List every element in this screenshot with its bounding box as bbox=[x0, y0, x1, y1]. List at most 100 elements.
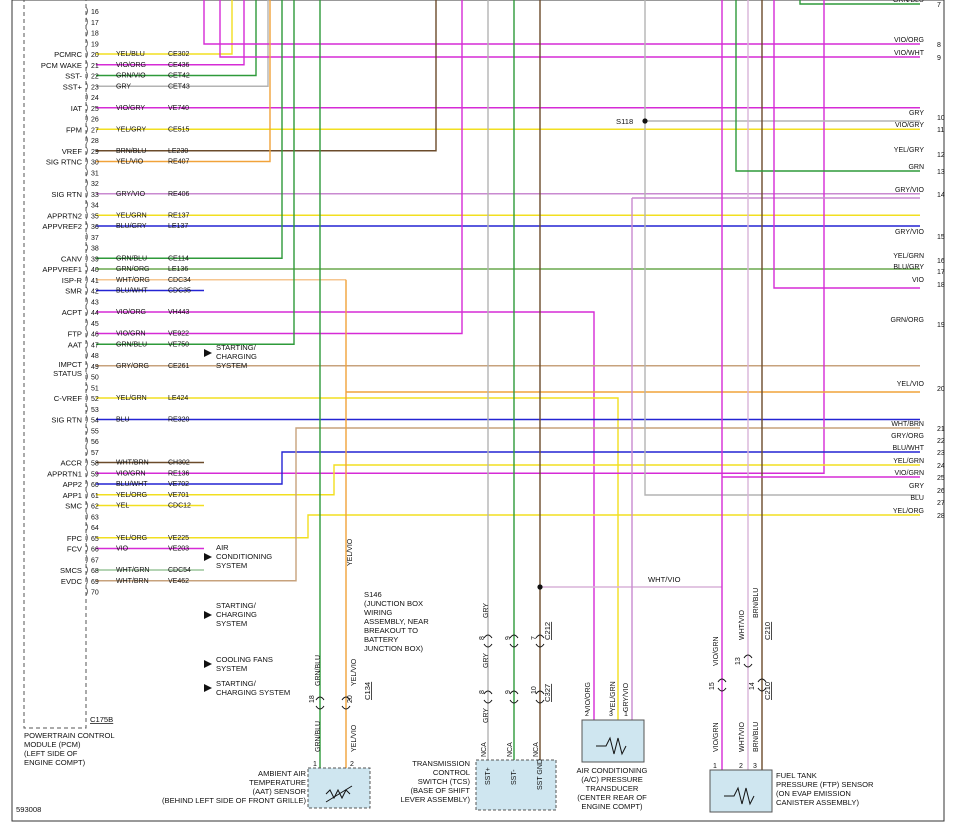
pcm-pin-70: 70 bbox=[91, 590, 99, 597]
right-wire-label-21: WHT/BRN bbox=[891, 421, 924, 428]
pcm-pin-name: ISP-R bbox=[62, 276, 83, 285]
right-wire-label-11: VIO/GRY bbox=[895, 122, 924, 129]
pcm-pin-circuit: CE436 bbox=[168, 62, 190, 69]
pcm-pin-42: 42 bbox=[91, 289, 99, 296]
c210-label: C210 bbox=[763, 622, 772, 640]
pcm-pin-49: 49 bbox=[91, 364, 99, 371]
wire-segment bbox=[96, 451, 920, 485]
pcm-pin-18: 18 bbox=[91, 31, 99, 38]
pcm-pin-wire-color: BLU/GRY bbox=[116, 223, 147, 230]
pcm-pin-wire-color: YEL/BLU bbox=[116, 51, 145, 58]
s146-label-1: S146 bbox=[364, 590, 382, 599]
pcm-pin-wire-color: YEL/GRN bbox=[116, 395, 147, 402]
pcm-pin-terminal bbox=[85, 512, 88, 521]
pcm-pin-terminal bbox=[85, 469, 88, 478]
smr-ref-3: SYSTEM bbox=[216, 361, 247, 370]
pcm-pin-51: 51 bbox=[91, 385, 99, 392]
acpt-body bbox=[581, 719, 645, 763]
pcm-pin-39: 39 bbox=[91, 256, 99, 263]
pcm-pin-terminal bbox=[85, 254, 88, 263]
pcm-pin-terminal bbox=[85, 533, 88, 542]
smc-arrow-icon bbox=[204, 611, 212, 619]
right-wire-label-25: VIO/GRN bbox=[894, 470, 924, 477]
pcm-pin-circuit: LE424 bbox=[168, 395, 188, 402]
pcm-pin-terminal bbox=[85, 297, 88, 306]
pcm-pin-terminal bbox=[85, 232, 88, 241]
wire-segment bbox=[96, 464, 920, 496]
pcm-pin-wire-color: WHT/ORG bbox=[116, 277, 150, 284]
pcm-pin-name: APP2 bbox=[63, 480, 82, 489]
pcm-pin-name: SIG RTN bbox=[51, 416, 82, 425]
pcm-pin-circuit: CE114 bbox=[168, 255, 189, 262]
accr-ref-3: SYSTEM bbox=[216, 561, 247, 570]
pcm-pin-circuit: VE203 bbox=[168, 546, 189, 553]
aat-name-3: (AAT) SENSOR bbox=[253, 787, 307, 796]
aat-pin-2: 2 bbox=[350, 761, 354, 768]
pcm-pin-wire-color: GRN/BLU bbox=[116, 255, 147, 262]
pcm-pin-wire-color: YEL/ORG bbox=[116, 535, 147, 542]
pcm-pin-27: 27 bbox=[91, 127, 99, 134]
right-edge-labels-layer: GRN/BLU7VIO/ORG8VIO/WHT9GRY10VIO/GRY11YE… bbox=[891, 0, 945, 520]
pcm-pin-47: 47 bbox=[91, 342, 99, 349]
pcm-pin-circuit: CH302 bbox=[168, 460, 190, 467]
tcs-name-4: (BASE OF SHIFT bbox=[411, 786, 471, 795]
vlabel-brn-blu-lower: BRN/BLU bbox=[753, 722, 760, 752]
pcm-pin-65: 65 bbox=[91, 536, 99, 543]
pcm-pin-53: 53 bbox=[91, 407, 99, 414]
right-wire-label-24: YEL/GRN bbox=[893, 458, 924, 465]
pcm-pin-name-status: STATUS bbox=[53, 369, 82, 378]
c212-pin-7: 7 bbox=[531, 636, 538, 640]
pcm-pin-44: 44 bbox=[91, 310, 99, 317]
acpt-pin-2: 2 bbox=[585, 711, 589, 718]
connector-break-icon bbox=[483, 690, 493, 704]
pcm-pin-circuit: CDC54 bbox=[168, 567, 191, 574]
pcm-pin-circuit: CDC35 bbox=[168, 288, 191, 295]
pcm-pin-circuit: VE701 bbox=[168, 492, 189, 499]
pcm-pin-terminal bbox=[85, 544, 88, 553]
pcm-pin-terminal bbox=[85, 372, 88, 381]
pcm-pin-terminal bbox=[85, 168, 88, 177]
wire-segment bbox=[96, 427, 920, 582]
aat-name-1: AMBIENT AIR bbox=[258, 769, 306, 778]
right-wire-num-24: 24 bbox=[937, 463, 945, 470]
tcs-pin-sst-plus: SST+ bbox=[485, 767, 492, 785]
c210-pin-15: 15 bbox=[709, 682, 716, 690]
pcm-pin-circuit: CDC12 bbox=[168, 503, 191, 510]
right-wire-num-9: 9 bbox=[937, 55, 941, 62]
vlabel-wht-vio-upper: WHT/VIO bbox=[739, 610, 746, 640]
s146-wire-label: WHT/VIO bbox=[648, 575, 681, 584]
pcm-pin-58: 58 bbox=[91, 461, 99, 468]
pcm-pin-wire-color: YEL/GRN bbox=[116, 212, 147, 219]
right-wire-label-10: GRY bbox=[909, 110, 924, 117]
pcm-pin-name: SMC bbox=[65, 502, 82, 511]
pcm-pin-circuit: RE406 bbox=[168, 191, 190, 198]
pcm-pin-terminal bbox=[85, 17, 88, 26]
pcm-pin-terminal bbox=[85, 60, 88, 69]
connector-break-icon bbox=[509, 690, 519, 704]
pcm-pin-name: APPVREF2 bbox=[42, 222, 82, 231]
pcm-pin-terminal bbox=[85, 555, 88, 564]
pcm-pin-name: VREF bbox=[62, 147, 83, 156]
right-wire-label-12: YEL/GRY bbox=[894, 147, 925, 154]
pcm-pin-name: APPVREF1 bbox=[42, 265, 82, 274]
pcm-pin-29: 29 bbox=[91, 149, 99, 156]
smc-ref-2: CHARGING bbox=[216, 610, 257, 619]
pcm-pin-terminal bbox=[85, 275, 88, 284]
right-wire-num-10: 10 bbox=[937, 115, 945, 122]
pcm-pin-terminal bbox=[85, 92, 88, 102]
acpt-pin-3: 3 bbox=[609, 711, 613, 718]
pcm-pin-terminal bbox=[85, 522, 88, 532]
pcm-pin-circuit: RE407 bbox=[168, 159, 190, 166]
pcm-pin-wire-color: GRN/ORG bbox=[116, 266, 149, 273]
pcm-pin-circuit: CE302 bbox=[168, 51, 190, 58]
pcm-pin-40: 40 bbox=[91, 267, 99, 274]
vlabel-vio-grn-lower: VIO/GRN bbox=[713, 722, 720, 752]
pcm-pin-terminal bbox=[85, 82, 88, 91]
right-wire-num-28: 28 bbox=[937, 513, 945, 520]
pcm-pin-terminal bbox=[85, 415, 88, 424]
pcm-pin-name: ACPT bbox=[62, 308, 83, 317]
pcm-pin-name: CANV bbox=[61, 254, 83, 263]
connector-break-icon bbox=[757, 678, 767, 692]
smr-ref-1: STARTING/ bbox=[216, 343, 257, 352]
pcm-pin-terminal bbox=[85, 436, 88, 446]
